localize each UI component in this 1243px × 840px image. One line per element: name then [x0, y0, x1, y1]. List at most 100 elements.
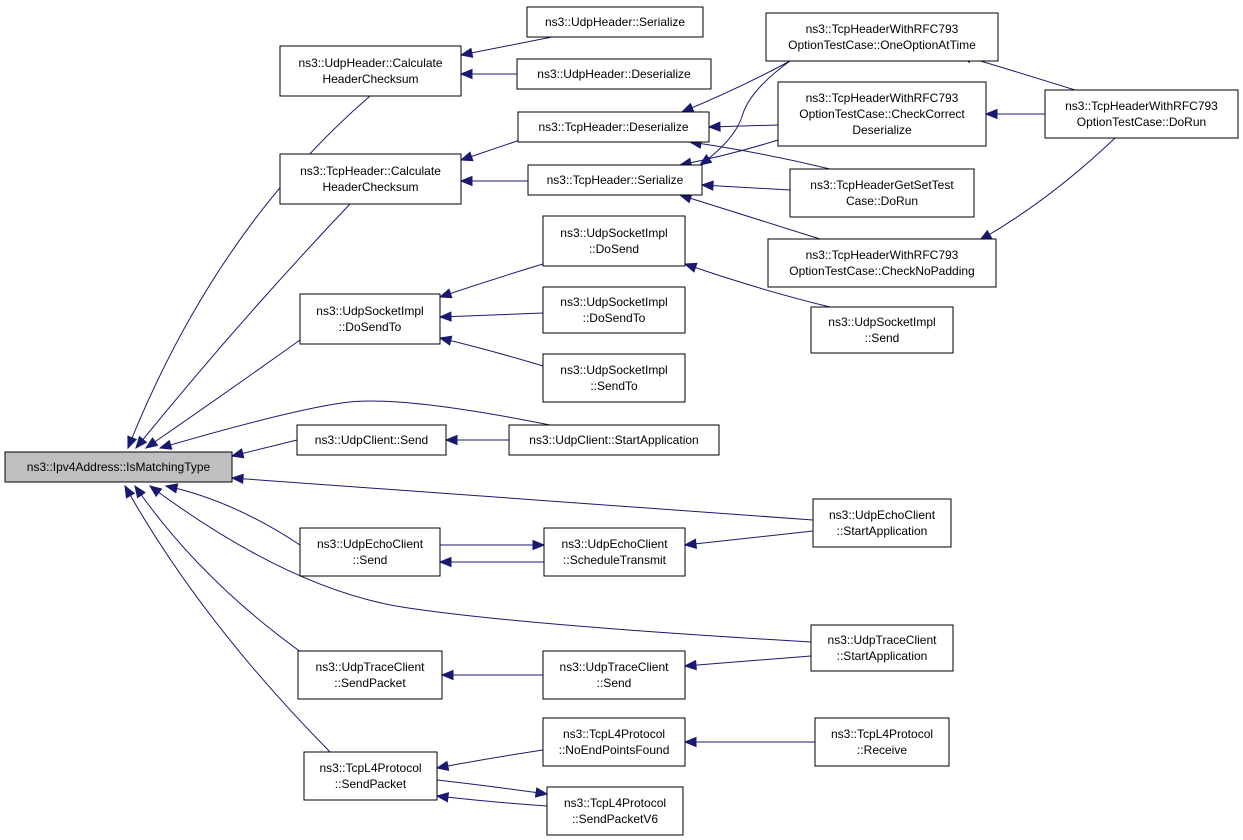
- node-box: [303, 751, 438, 801]
- node-label: ::DoSend: [589, 242, 639, 256]
- node-rfc-one[interactable]: ns3::TcpHeaderWithRFC793OptionTestCase::…: [765, 12, 999, 62]
- edge-line: [681, 60, 791, 113]
- edge-arrowhead: [534, 787, 549, 798]
- node-label: ::Send: [597, 676, 632, 690]
- edge-udp_hdr_ser-to-udp_hdr_calc: [459, 36, 553, 58]
- node-udpsock-dosendto2[interactable]: ns3::UdpSocketImpl::DoSendTo: [542, 286, 686, 334]
- node-udpsock-send[interactable]: ns3::UdpSocketImpl::Send: [810, 306, 954, 354]
- edge-arrowhead: [134, 484, 146, 499]
- node-label: Case::DoRun: [846, 194, 918, 208]
- edge-tcpl4_recv-to-tcpl4_noend: [683, 736, 815, 748]
- node-trace-send[interactable]: ns3::UdpTraceClient::Send: [542, 650, 686, 700]
- node-label: ns3::UdpSocketImpl: [316, 304, 423, 318]
- node-udpclient-start[interactable]: ns3::UdpClient::StartApplication: [508, 424, 720, 456]
- node-box: [4, 451, 233, 483]
- node-tcp-hdr-ser[interactable]: ns3::TcpHeader::Serialize: [527, 164, 703, 196]
- node-tcpl4-sendpkt[interactable]: ns3::TcpL4Protocol::SendPacket: [303, 751, 438, 801]
- node-label: OptionTestCase::CheckCorrect: [799, 107, 965, 121]
- node-trace-start[interactable]: ns3::UdpTraceClient::StartApplication: [810, 624, 954, 672]
- node-box: [812, 498, 952, 548]
- node-udpsock-sendto[interactable]: ns3::UdpSocketImpl::SendTo: [542, 353, 686, 403]
- node-box: [814, 717, 950, 767]
- node-udp-hdr-deser[interactable]: ns3::UdpHeader::Deserialize: [516, 58, 712, 90]
- edge-arrowhead: [164, 483, 179, 494]
- node-box: [767, 238, 997, 288]
- node-tcpl4-v6[interactable]: ns3::TcpL4Protocol::SendPacketV6: [546, 786, 684, 836]
- node-label: ns3::UdpSocketImpl: [560, 226, 667, 240]
- node-box: [299, 293, 441, 345]
- edge-line: [460, 36, 553, 56]
- node-tcpl4-noend[interactable]: ns3::TcpL4Protocol::NoEndPointsFound: [542, 717, 686, 767]
- edge-arrowhead: [124, 484, 136, 499]
- edge-line: [701, 184, 791, 191]
- node-label: ::DoSendTo: [339, 320, 402, 334]
- node-echo-sched[interactable]: ns3::UdpEchoClient::ScheduleTransmit: [543, 527, 686, 577]
- node-label: ::DoSendTo: [583, 311, 646, 325]
- node-udpclient-send[interactable]: ns3::UdpClient::Send: [296, 424, 447, 456]
- node-box: [546, 786, 684, 836]
- node-echo-send[interactable]: ns3::UdpEchoClient::Send: [299, 527, 441, 577]
- edge-line: [127, 95, 371, 449]
- edge-trace_start-to-root: [148, 485, 812, 643]
- edge-line: [134, 485, 306, 656]
- edge-arrowhead: [438, 288, 453, 299]
- edge-line: [149, 485, 812, 643]
- edge-line: [684, 655, 812, 667]
- node-udpsock-dosend[interactable]: ns3::UdpSocketImpl::DoSend: [542, 215, 686, 267]
- node-box: [810, 624, 954, 672]
- edges-layer: [124, 36, 1116, 807]
- edge-line: [708, 124, 779, 128]
- node-label: ::Send: [865, 331, 900, 345]
- edge-trace_start-to-trace_send: [683, 655, 812, 671]
- node-box: [517, 111, 710, 143]
- edge-line: [159, 400, 551, 449]
- node-echo-start[interactable]: ns3::UdpEchoClient::StartApplication: [812, 498, 952, 548]
- edge-line: [439, 263, 544, 298]
- node-box: [542, 353, 686, 403]
- node-label: HeaderChecksum: [322, 180, 418, 194]
- node-box: [299, 527, 441, 577]
- edge-udpsock_dosendto2-to-udpsock_dosendto: [438, 311, 544, 322]
- edge-tcp_hdr_ser-to-tcp_hdr_calc: [459, 175, 528, 187]
- edge-arrowhead: [459, 47, 474, 58]
- edge-line: [231, 477, 814, 521]
- edge-line: [436, 749, 544, 769]
- node-label: Deserialize: [852, 123, 912, 137]
- node-root[interactable]: ns3::Ipv4Address::IsMatchingType: [4, 451, 233, 483]
- node-box: [279, 45, 462, 97]
- edge-line: [439, 337, 544, 367]
- node-label: HeaderChecksum: [322, 72, 418, 86]
- node-tcp-hdr-deser[interactable]: ns3::TcpHeader::Deserialize: [517, 111, 710, 143]
- edge-line: [979, 137, 1116, 241]
- node-label: ::SendTo: [590, 379, 638, 393]
- node-label: ns3::UdpTraceClient: [560, 660, 670, 674]
- edge-tcpl4_noend-to-tcpl4_sendpkt: [435, 749, 544, 772]
- node-rfc-nopad[interactable]: ns3::TcpHeaderWithRFC793OptionTestCase::…: [767, 238, 997, 288]
- node-label: ns3::UdpEchoClient: [561, 537, 668, 551]
- edge-rfc_dorun-to-rfc_nopad: [978, 137, 1116, 241]
- edge-arrowhead: [127, 435, 138, 450]
- node-box: [526, 6, 704, 38]
- node-box: [516, 58, 712, 90]
- node-label: ns3::TcpL4Protocol: [319, 761, 421, 775]
- node-udp-hdr-ser[interactable]: ns3::UdpHeader::Serialize: [526, 6, 704, 38]
- node-box: [297, 650, 443, 700]
- edge-udpclient_send-to-root: [230, 439, 298, 459]
- edge-echo_send-to-root: [164, 483, 301, 546]
- node-rfc-dorun[interactable]: ns3::TcpHeaderWithRFC793OptionTestCase::…: [1044, 89, 1239, 139]
- node-label: ns3::UdpClient::Send: [315, 433, 428, 447]
- edge-echo_send-to-echo_sched: [439, 539, 546, 551]
- edge-arrowhead: [532, 539, 546, 551]
- edge-udpsock_dosendto-to-root: [144, 339, 301, 449]
- edge-udp_hdr_deser-to-udp_hdr_calc: [459, 68, 517, 80]
- node-tcpl4-recv[interactable]: ns3::TcpL4Protocol::Receive: [814, 717, 950, 767]
- node-rfc-check[interactable]: ns3::TcpHeaderWithRFC793OptionTestCase::…: [777, 81, 987, 147]
- node-udpsock-dosendto[interactable]: ns3::UdpSocketImpl::DoSendTo: [299, 293, 441, 345]
- node-box: [296, 424, 447, 456]
- node-label: ns3::TcpHeader::Serialize: [547, 173, 684, 187]
- node-trace-sendpkt[interactable]: ns3::UdpTraceClient::SendPacket: [297, 650, 443, 700]
